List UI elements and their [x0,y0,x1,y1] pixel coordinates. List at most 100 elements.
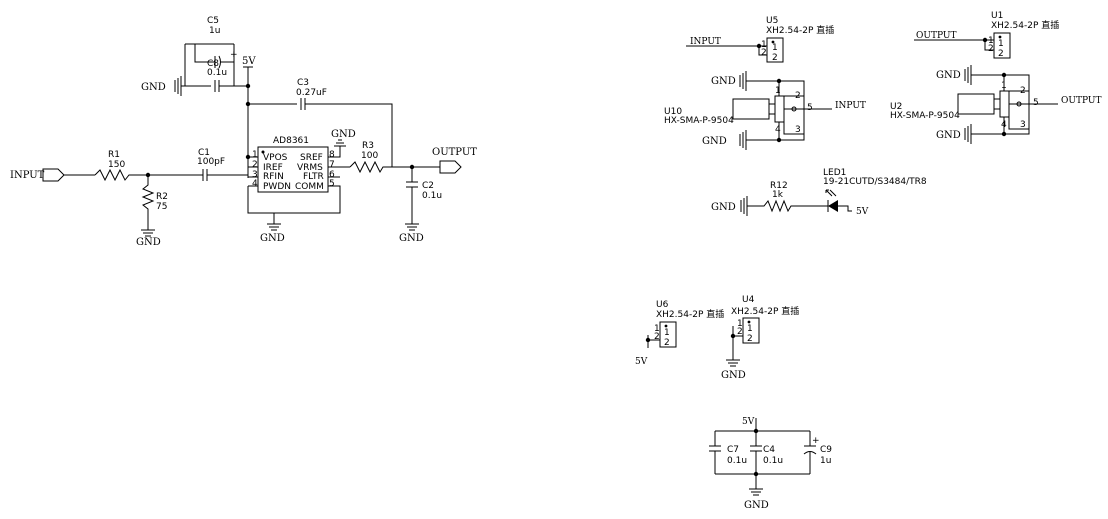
c7-ref: C7 [727,445,739,455]
gnd-label: GND [702,136,727,147]
c4-value: 0.1u [763,456,783,466]
resistor-r12[interactable]: R12 1k [747,181,828,213]
ic-pin-name: VPOS [263,153,288,163]
r3-value: 100 [361,151,378,161]
gnd-label: GND [136,237,161,248]
gnd-symbol: GND [721,359,746,381]
pin-num: 2 [737,327,743,337]
connector-u4[interactable]: U4 XH2.54-2P 直插 1 2 1 2 [731,295,799,344]
pin1-marker [998,35,1002,39]
c5-ref: C5 [207,16,219,26]
output-label: OUTPUT [916,31,956,41]
gnd-label: GND [141,82,166,93]
capacitor-c3[interactable]: C3 0.27uF [248,78,393,158]
led1-value: 19-21CUTD/S3484/TR8 [823,177,927,187]
ic-pin-name: SREF [300,153,323,163]
r12-ref: R12 [770,181,788,191]
junction-dot [730,333,736,339]
connector-u6[interactable]: U6 XH2.54-2P 直插 1 2 1 2 [654,300,724,348]
c2-ref: C2 [422,181,434,191]
connector-u2-sma[interactable]: U2 HX-SMA-P-9504 1 2 3 4 5 [890,81,1039,130]
c4-ref: C4 [763,445,775,455]
gnd-symbol: GND [702,130,747,150]
u1-value: XH2.54-2P 直插 [991,19,1059,31]
pin-num: 1 [664,328,670,338]
capacitor-c8[interactable]: C8 0.1u [185,59,248,92]
pin-num: 3 [795,125,801,135]
pin-num: 1 [775,86,781,96]
pin-num: 2 [664,338,670,348]
ic-pin-num: 4 [252,179,258,189]
led1-ref: LED1 [823,168,846,178]
r1-value: 150 [108,160,125,170]
junction-dot [645,337,651,343]
u4-ref: U4 [742,295,755,305]
c1-ref: C1 [198,148,210,158]
u6-ref: U6 [656,300,669,310]
resistor-r1[interactable]: R1 150 [94,150,197,182]
ic-ref: AD8361 [273,136,309,146]
capacitor-c4[interactable]: C4 0.1u [750,445,783,466]
c3-value: 0.27uF [296,88,327,98]
c3-ref: C3 [297,78,309,88]
connector-u1[interactable]: U1 XH2.54-2P 直插 1 2 1 2 [988,11,1059,59]
resistor-r2[interactable]: R2 75 [141,175,168,230]
pin-num: 1 [747,324,753,334]
pin-num: 3 [1020,120,1026,130]
ic-pin-name: PWDN [263,182,291,192]
ic-pin-name: FLTR [303,172,324,182]
capacitor-c9[interactable]: + C9 1u [803,436,832,466]
junction-dot [245,83,251,89]
c8-ref: C8 [207,59,219,69]
gnd-label: GND [711,76,736,87]
gnd-symbol: GND [260,213,285,244]
capacitor-c1[interactable]: C1 100pF [197,148,258,181]
r2-value: 75 [156,202,167,212]
c1-value: 100pF [197,157,225,167]
net-5v-label: 5V [635,357,648,367]
gnd-symbol: GND [331,129,356,147]
u5-ref: U5 [766,16,778,26]
ic-pin-num: 8 [329,150,335,160]
u2-ref: U2 [890,102,902,112]
input-label: INPUT [690,37,721,47]
pin1-marker [261,150,265,154]
ic-pin-num: 6 [329,170,335,180]
resistor-r3[interactable]: R3 100 [349,141,392,174]
pin-num: 2 [772,53,778,63]
junction-dot [982,37,988,43]
r2-ref: R2 [156,192,168,202]
net-5v-label: 5V [242,56,256,67]
capacitor-c2[interactable]: C2 0.1u [406,167,442,224]
connector-u5[interactable]: U5 XH2.54-2P 直插 1 2 1 2 [761,16,834,63]
c9-ref: C9 [820,445,832,455]
c2-value: 0.1u [422,191,442,201]
pin-num: 1 [988,36,994,46]
ic-pin-name: IREF [263,163,283,173]
junction-dot [756,43,762,49]
pin-num: 1 [772,43,778,53]
ic-pin-num: 5 [329,179,335,189]
output-label: OUTPUT [1061,96,1101,106]
connector-u10-sma[interactable]: U10 HX-SMA-P-9504 1 2 3 4 5 [664,86,813,135]
pin-num: 2 [1020,86,1026,96]
junction-dot [753,428,759,434]
pin-num: 4 [775,125,781,135]
gnd-label: GND [936,70,961,81]
led-led1[interactable]: LED1 19-21CUTD/S3484/TR8 [823,168,927,212]
u10-value: HX-SMA-P-9504 [664,116,734,126]
pin-num: 1 [654,324,660,334]
gnd-label: GND [260,233,285,244]
ic-ad8361[interactable]: AD8361 VPOS IREF RFIN PWDN SREF VRMS FLT… [252,136,335,193]
u6-value: XH2.54-2P 直插 [656,308,724,320]
pin-num: 2 [988,44,994,54]
gnd-symbol: GND [711,196,748,216]
r3-ref: R3 [362,141,374,151]
capacitor-c7[interactable]: C7 0.1u [709,445,747,466]
gnd-label: GND [399,233,424,244]
pin-num: 5 [807,103,813,113]
pin-num: 1 [737,319,743,329]
input-label: INPUT [10,170,45,181]
gnd-symbol: GND [936,65,972,85]
